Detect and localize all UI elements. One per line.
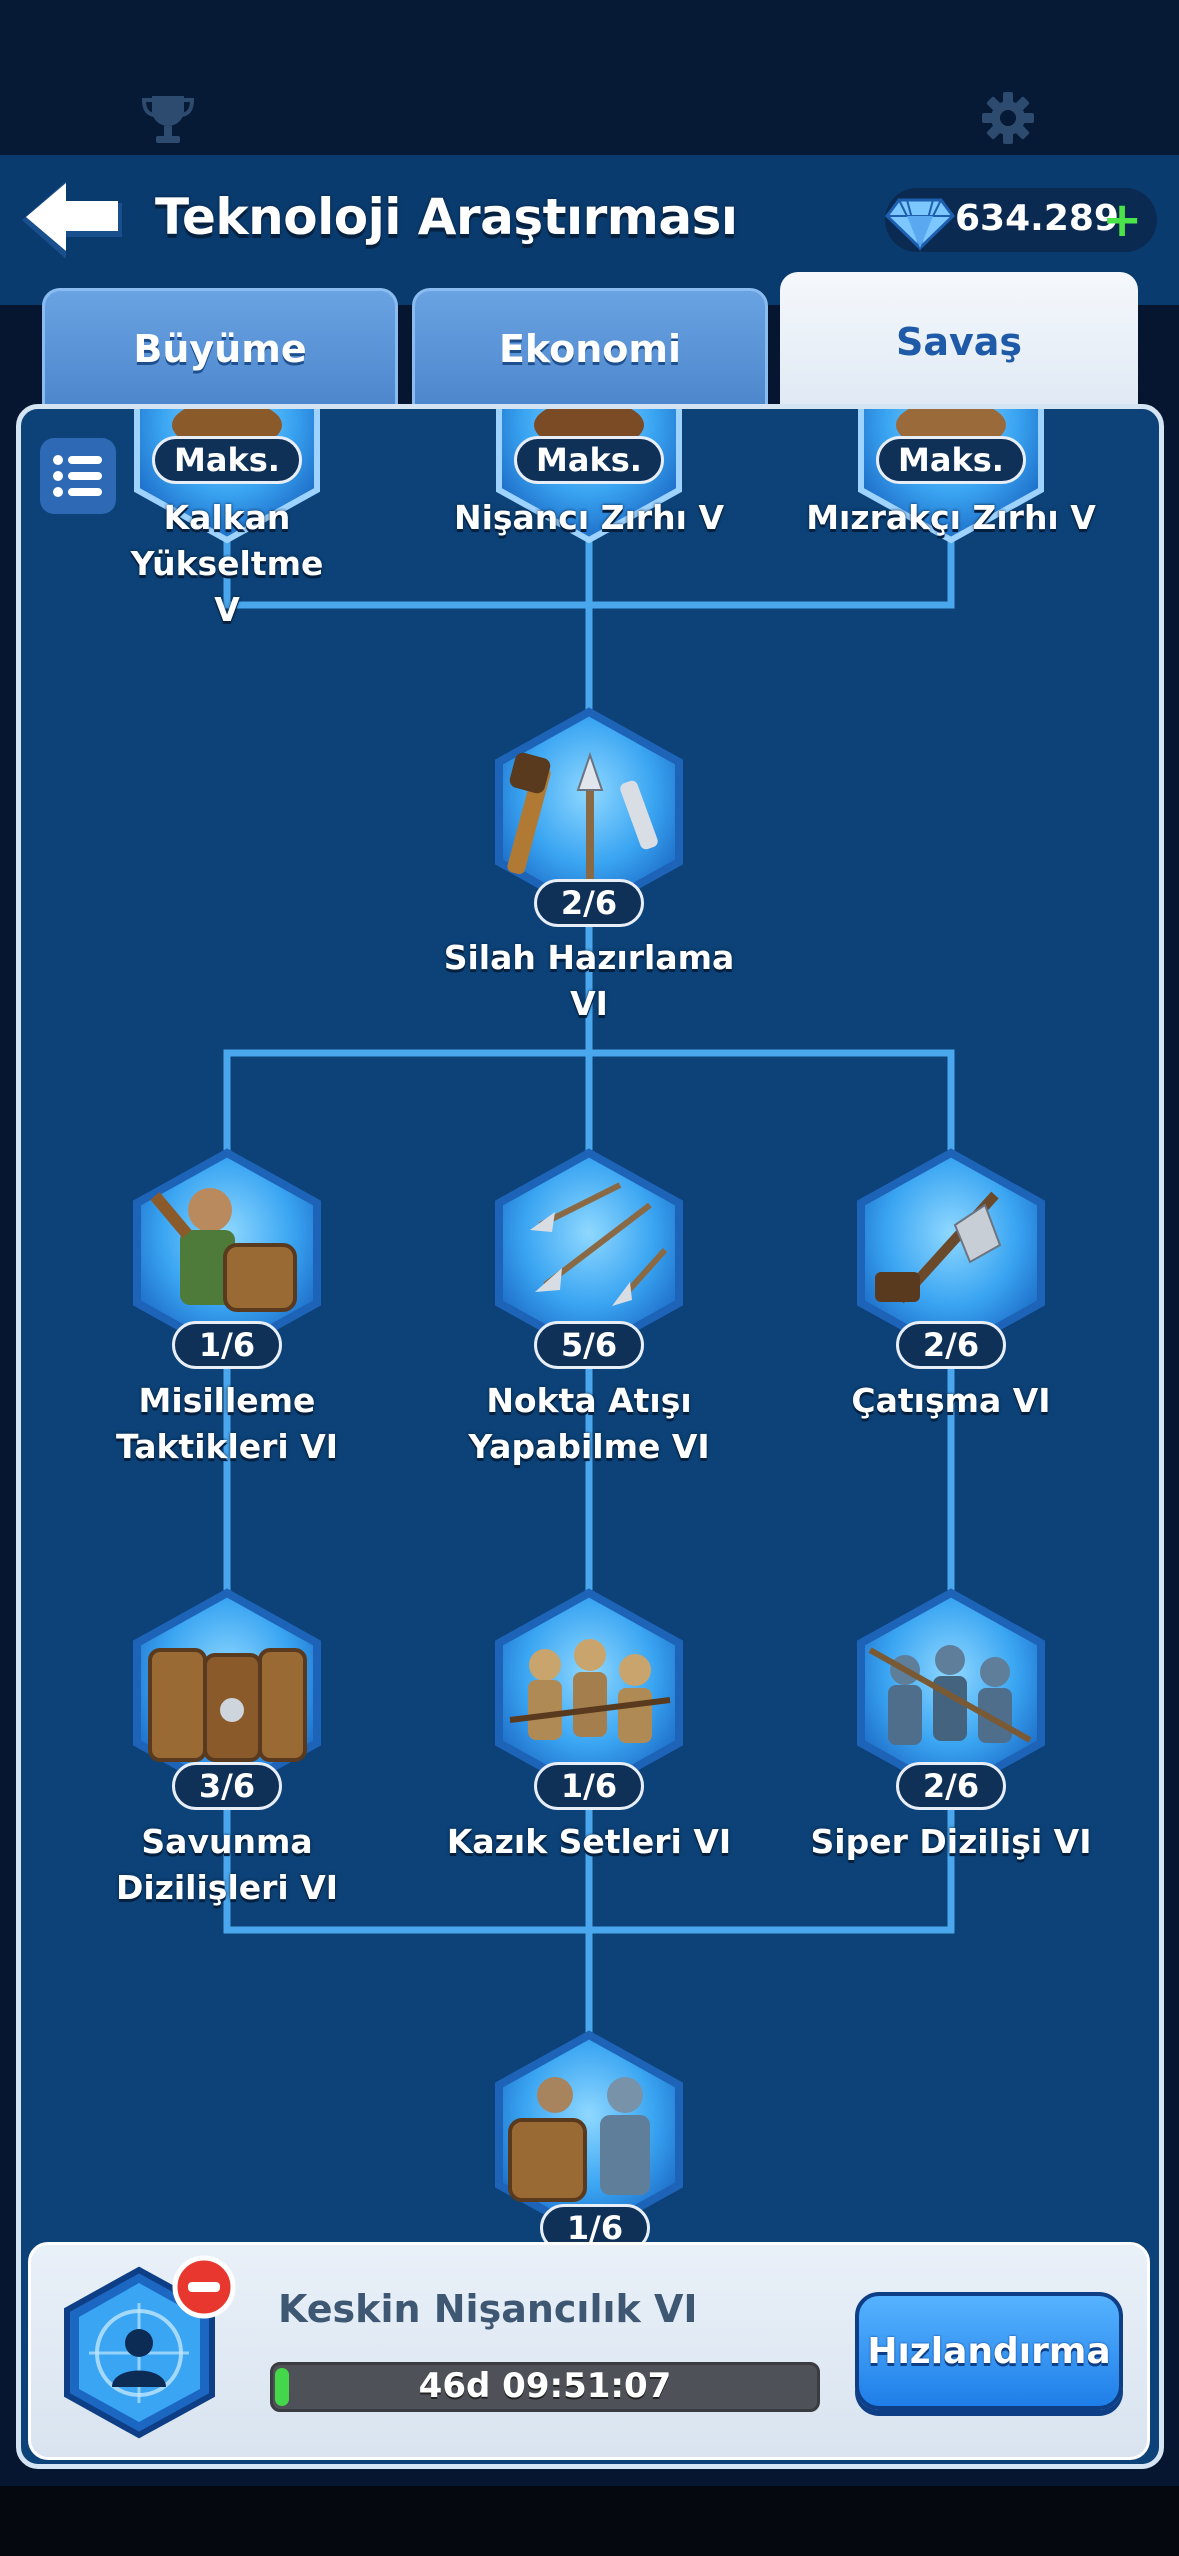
node-misilleme-progress: 1/6 [172,1321,282,1369]
node-siper-label[interactable]: Siper Dizilişi VI [810,1822,1092,1861]
trophy-icon[interactable] [138,88,198,148]
research-time-left: 46d 09:51:07 [418,2366,672,2406]
node-kalkan-progress: Maks. [152,436,302,484]
node-kazik-progress: 1/6 [534,1762,644,1810]
node-nisanci-zirhi-label[interactable]: Nişancı Zırhı V [453,498,725,537]
system-nav-bar [0,2486,1179,2556]
research-progress-bar [270,2362,820,2412]
node-kalkan-label[interactable]: Kalkan Yükseltme V [130,498,324,629]
node-last-hex[interactable] [495,2030,683,2240]
back-arrow-icon[interactable] [18,175,128,265]
speed-up-button[interactable]: Hızlandırma [855,2292,1123,2410]
tab-savas[interactable]: Savaş [780,272,1138,412]
node-savunma-hex[interactable] [133,1588,321,1798]
tab-buyume[interactable]: Büyüme [42,288,398,410]
list-icon [53,455,102,497]
node-catisma-label[interactable]: Çatışma VI [851,1381,1051,1420]
tech-tree: Maks. Maks. Maks. Kalkan Yükseltme V Niş… [21,409,1159,2244]
node-misilleme-hex[interactable] [133,1148,321,1358]
cancel-research-minus-icon[interactable] [172,2255,236,2319]
gear-icon[interactable] [978,88,1038,148]
add-gems-plus-icon[interactable]: + [1102,192,1143,248]
node-nisanci-zirhi-progress: Maks. [514,436,664,484]
node-catisma-progress: 2/6 [896,1321,1006,1369]
node-silah-label[interactable]: Silah Hazırlama VI [443,938,735,1023]
node-nokta-progress: 5/6 [534,1321,644,1369]
node-siper-dizilisi-hex[interactable] [857,1588,1045,1798]
node-catisma-hex[interactable] [857,1148,1045,1358]
node-silah-progress: 2/6 [534,879,644,927]
node-silah-hazirlama-hex[interactable] [495,707,683,917]
node-savunma-label[interactable]: Savunma Dizilişleri VI [115,1822,339,1907]
node-savunma-progress: 3/6 [172,1762,282,1810]
node-siper-progress: 2/6 [896,1762,1006,1810]
status-bar [0,0,1179,155]
gem-amount: 634.289 [955,198,1119,239]
research-progress-fill [275,2368,289,2406]
node-last-progress: 1/6 [540,2204,650,2244]
tab-ekonomi[interactable]: Ekonomi [412,288,768,410]
current-research-name: Keskin Nişancılık VI [278,2287,698,2331]
list-view-button[interactable] [40,438,116,514]
node-nokta-label[interactable]: Nokta Atışı Yapabilme VI [468,1381,710,1466]
page-title: Teknoloji Araştırması [155,188,738,246]
node-misilleme-label[interactable]: Misilleme Taktikleri VI [115,1381,339,1466]
node-kazik-label[interactable]: Kazık Setleri VI [446,1822,732,1861]
diamond-icon [885,198,955,252]
node-mizrakci-zirhi-progress: Maks. [876,436,1026,484]
node-mizrakci-zirhi-label[interactable]: Mızrakçı Zırhı V [806,498,1096,537]
sniper-target-icon [64,2266,215,2439]
